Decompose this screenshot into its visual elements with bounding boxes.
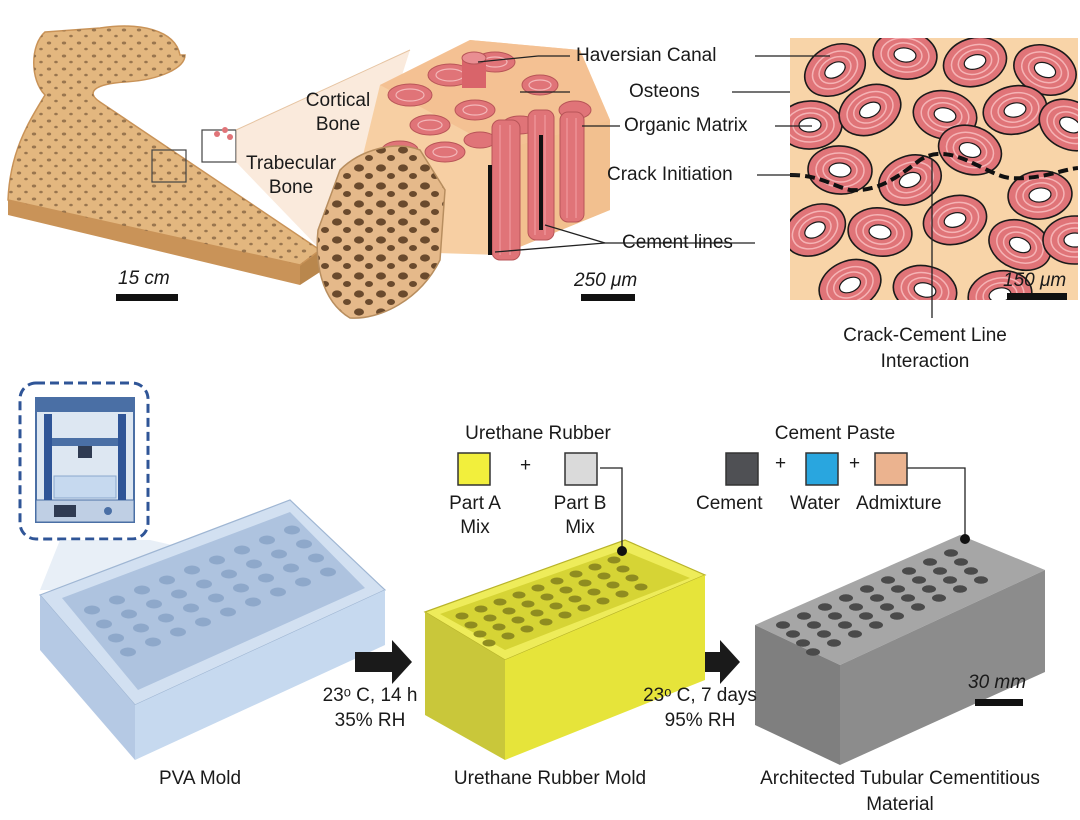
3d-printer-illustration <box>18 381 150 541</box>
label-osteons: Osteons <box>629 81 700 102</box>
label-admixture: Admixture <box>856 493 942 514</box>
scale-label-250um: 250 μm <box>574 270 638 291</box>
scale-label-30mm: 30 mm <box>968 672 1027 693</box>
label-cure-2: 23ᵒ C, 7 days <box>643 685 757 706</box>
label-cure-1: 23ᵒ C, 14 h <box>322 685 418 706</box>
label-crack-cement-interaction-2: Interaction <box>880 351 970 372</box>
label-part-b-mix: Mix <box>565 517 595 538</box>
admixture-swatch <box>874 452 908 486</box>
scale-bar-150um <box>1007 293 1067 300</box>
label-cement-lines: Cement lines <box>622 232 733 253</box>
scale-bar-30mm <box>975 699 1023 706</box>
label-urethane-rubber-mold: Urethane Rubber Mold <box>453 768 647 789</box>
pva-mold <box>38 499 387 760</box>
label-water: Water <box>790 493 840 514</box>
label-part-a: Part A <box>449 493 501 514</box>
part-b-swatch <box>564 452 598 486</box>
label-architected-material: Architected Tubular Cementitious <box>760 768 1040 789</box>
label-cement: Cement <box>696 493 763 514</box>
label-crack-initiation: Crack Initiation <box>607 164 733 185</box>
label-cure-2-rh: 95% RH <box>664 710 736 731</box>
urethane-rubber-mold <box>423 539 707 760</box>
label-haversian-canal: Haversian Canal <box>576 45 717 66</box>
plus-1: + <box>520 455 532 476</box>
plus-2: + <box>775 453 787 474</box>
arrow-right-2 <box>683 640 740 684</box>
femur-cross-section <box>7 25 322 285</box>
scale-label-150um: 150 μm <box>1003 270 1067 291</box>
microstructure-panel <box>790 38 1078 300</box>
label-cure-1-rh: 35% RH <box>334 710 406 731</box>
cement-swatch <box>725 452 759 486</box>
scale-bar-15cm <box>116 294 178 301</box>
label-part-b: Part B <box>553 493 607 514</box>
label-trabecular-2: Bone <box>268 177 314 198</box>
zoom-wedge <box>236 50 410 270</box>
label-part-a-mix: Mix <box>460 517 490 538</box>
label-crack-cement-interaction: Crack-Cement Line <box>843 325 1007 346</box>
scale-bar-250um <box>581 294 635 301</box>
label-organic-matrix: Organic Matrix <box>624 115 748 136</box>
label-cortical: Cortical <box>305 90 371 111</box>
arrow-right-1 <box>355 640 412 684</box>
scale-label-15cm: 15 cm <box>118 268 170 289</box>
label-trabecular: Trabecular <box>245 153 337 174</box>
label-urethane-rubber: Urethane Rubber <box>465 423 611 444</box>
label-cement-paste: Cement Paste <box>774 423 896 444</box>
label-cortical-2: Bone <box>315 114 361 135</box>
water-swatch <box>805 452 839 486</box>
bone-section-block <box>316 40 610 319</box>
label-architected-material-2: Material <box>866 794 934 815</box>
label-pva-mold: PVA Mold <box>158 768 242 789</box>
part-a-swatch <box>457 452 491 486</box>
leader-lines-top <box>477 55 933 318</box>
plus-3: + <box>849 453 861 474</box>
tubular-cementitious-block <box>755 535 1045 765</box>
